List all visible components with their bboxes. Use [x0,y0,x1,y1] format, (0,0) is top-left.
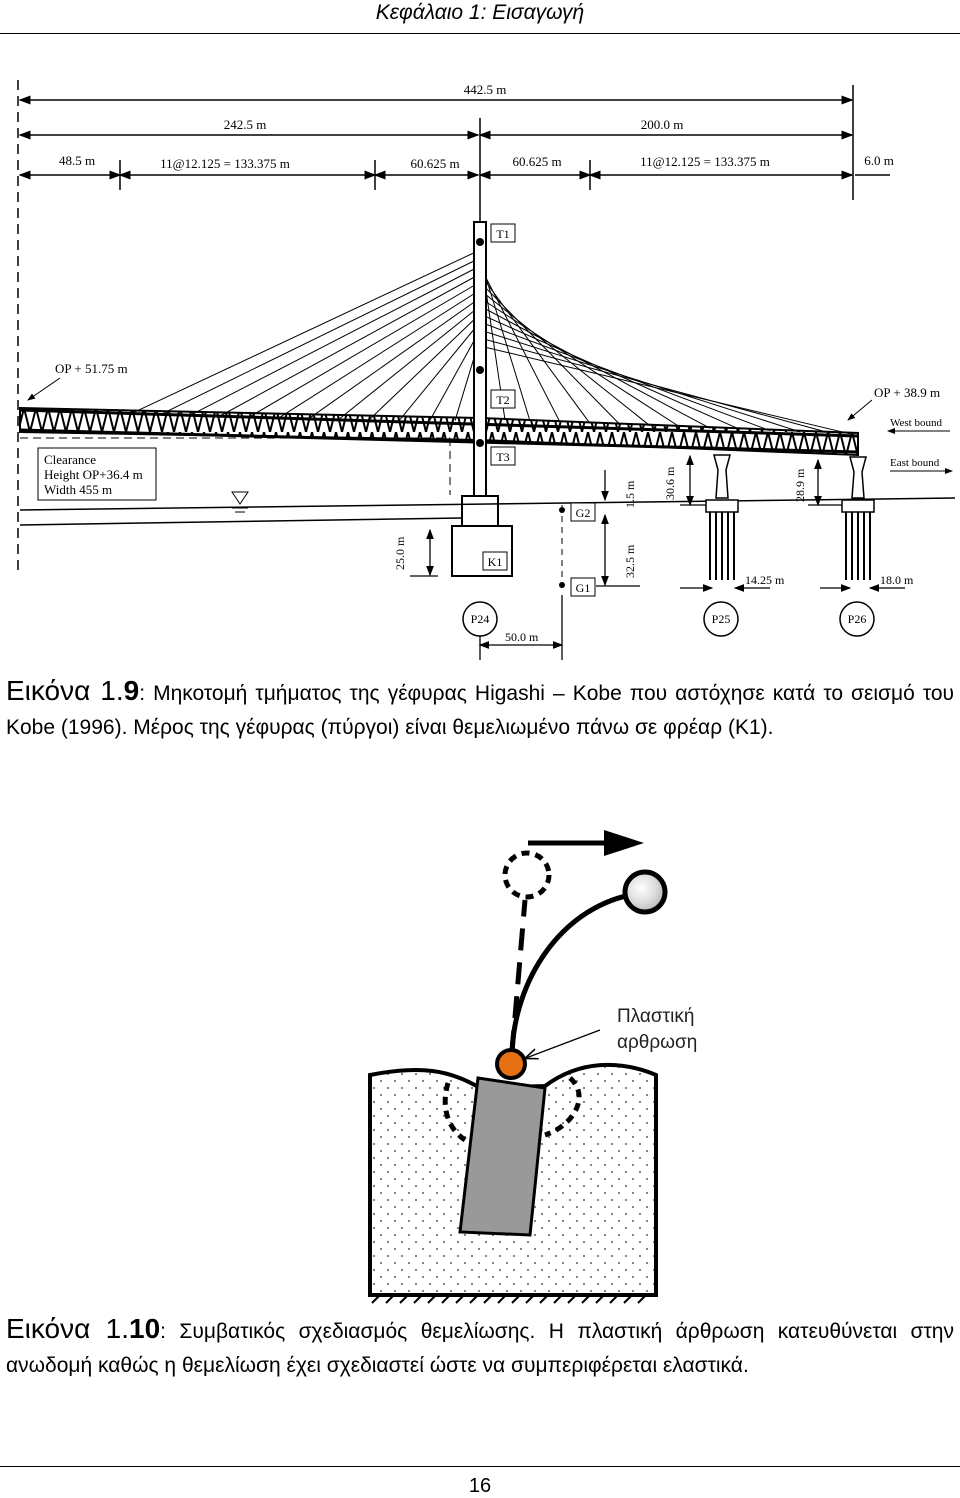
label-p24: P24 [471,612,490,626]
dim-d1: 48.5 m [59,153,95,168]
label-k1: K1 [488,555,503,569]
caption1-lead: Εικόνα 1. [6,675,124,706]
dim-500: 50.0 m [505,630,539,644]
caption1-num: 9 [123,675,140,706]
hinge-label-1: Πλαστική [617,1006,694,1027]
dim-d6: 6.0 m [864,153,894,168]
caption2-num: 10 [129,1313,161,1344]
dim-180: 18.0 m [880,573,914,587]
dim-h25: 25.0 m [393,536,407,570]
clearance-3: Width 455 m [44,482,112,497]
label-p26: P26 [848,612,867,626]
label-t1: T1 [496,227,509,241]
page-footer: 16 [0,1466,960,1498]
west-bound: West bound [890,417,942,429]
label-g2: G2 [576,506,591,520]
page-number: 16 [468,1475,492,1497]
dim-d3: 60.625 m [410,156,459,171]
label-t2: T2 [496,393,509,407]
dim-h289: 28.9 m [793,468,807,502]
tower: T1 T2 T3 K1 [451,221,516,577]
dim-d5: 11@12.125 = 133.375 m [640,154,770,169]
caption-figure-1-9: Εικόνα 1.9: Μηκοτομή τμήματος της γέφυρα… [6,674,954,745]
label-p25: P25 [712,612,731,626]
label-g1: G1 [576,581,591,595]
pier-p26 [841,456,875,580]
hinge-label-2: αρθρωση [617,1032,697,1053]
clearance-2: Height OP+36.4 m [44,467,143,482]
deck-mass [622,869,668,915]
clearance-1: Clearance [44,452,96,467]
plastic-hinge-icon [495,1048,527,1080]
caption2-text: : Συμβατικός σχεδιασμός θεμελίωσης. Η πλ… [6,1320,954,1377]
bridge-section-figure: 442.5 m 242.5 m 200.0 m 48.5 m 11@12.125… [17,80,956,660]
ground-hatch [371,1294,647,1304]
op-right: OP + 38.9 m [874,385,940,400]
pier-p25 [705,454,739,580]
dim-left: 242.5 m [224,117,267,132]
stay-cables [129,249,851,435]
dim-h306: 30.6 m [663,466,677,500]
chapter-title: Κεφάλαιο 1: Εισαγωγή [375,1,585,24]
caption1-text: : Μηκοτομή τμήματος της γέφυρας Higashi … [6,682,954,739]
foundation-figure: Πλαστική αρθρωση [368,830,697,1304]
label-t3: T3 [496,450,509,464]
dim-right: 200.0 m [641,117,684,132]
page-header: Κεφάλαιο 1: Εισαγωγή [0,0,960,34]
caption2-lead: Εικόνα 1. [6,1313,130,1344]
dim-d4: 60.625 m [512,154,561,169]
dim-total: 442.5 m [464,82,507,97]
caption-figure-1-10: Εικόνα 1.10: Συμβατικός σχεδιασμός θεμελ… [6,1312,954,1383]
dim-h325: 32.5 m [623,544,637,578]
caisson [458,1076,547,1237]
east-bound: East bound [890,457,940,469]
dim-d2: 11@12.125 = 133.375 m [160,156,290,171]
op-left: OP + 51.75 m [55,361,128,376]
dim-1425: 14.25 m [745,573,785,587]
dim-h15: 1.5 m [623,480,637,508]
